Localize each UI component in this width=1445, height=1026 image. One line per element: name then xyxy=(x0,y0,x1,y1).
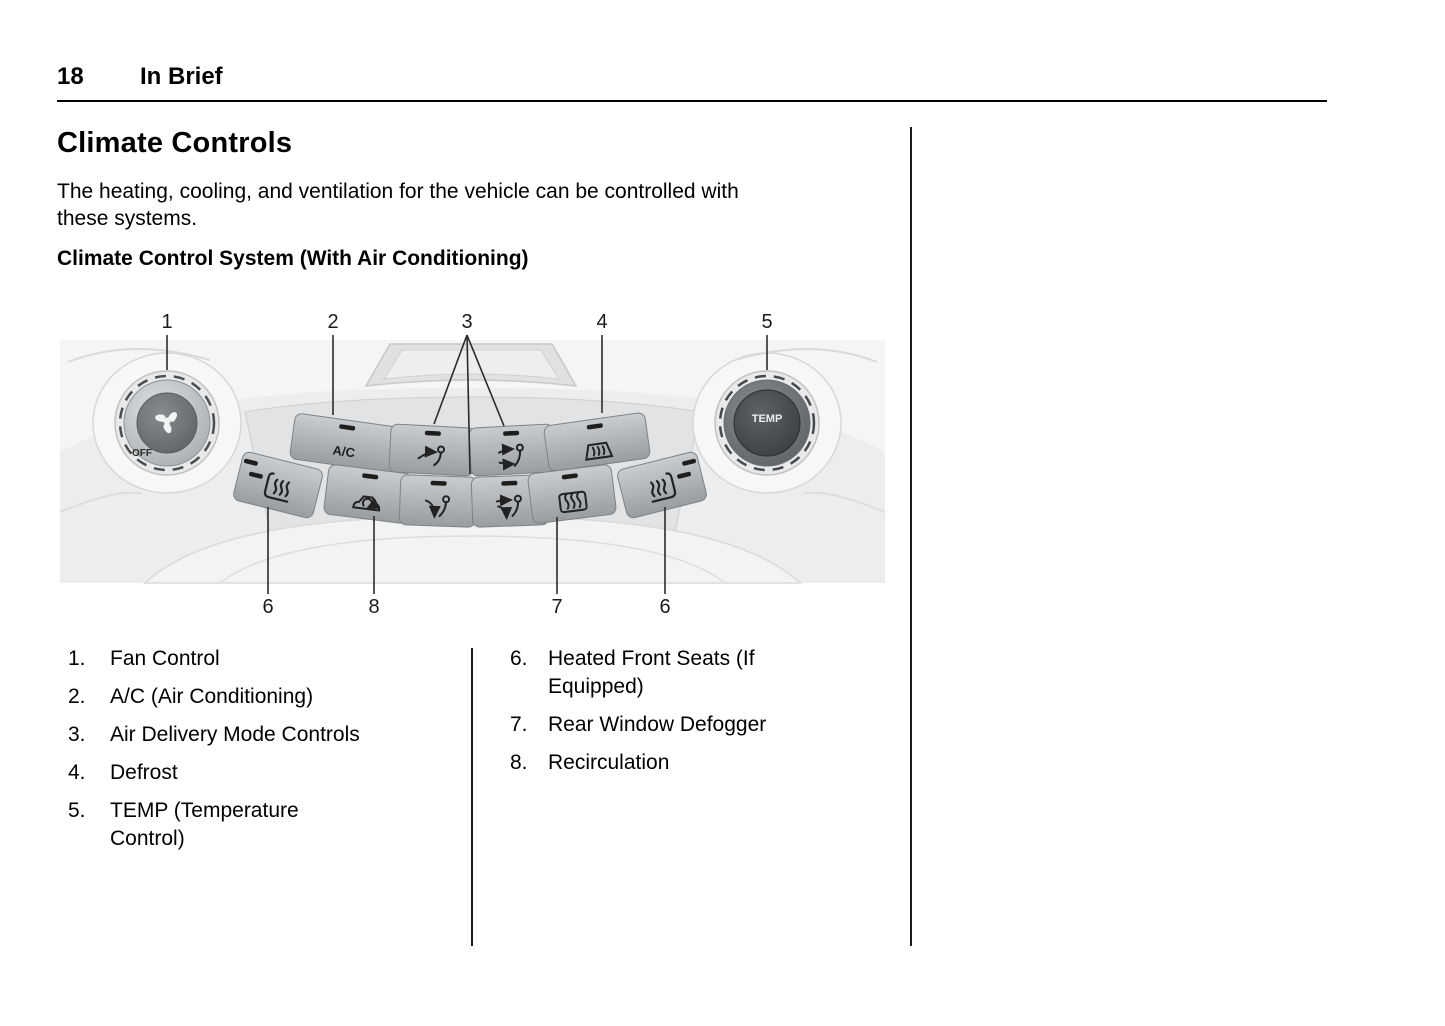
floor-vent-button xyxy=(398,474,478,528)
legend-item-label: Fan Control xyxy=(110,647,220,670)
legend-item-5: 5. TEMP (Temperature Control) xyxy=(68,797,360,853)
page-column-divider xyxy=(910,127,912,946)
fan-off-label: OFF xyxy=(132,448,152,459)
legend-item-number: 8. xyxy=(510,751,528,774)
legend-item-number: 7. xyxy=(510,713,528,736)
heated-seat-icon xyxy=(649,472,677,503)
callout-1: 1 xyxy=(161,311,172,333)
heated-seat-right-indicators xyxy=(677,458,696,479)
legend-item-1: 1. Fan Control xyxy=(68,645,360,673)
callout-6-right: 6 xyxy=(659,596,670,618)
intro-line-1: The heating, cooling, and ventilation fo… xyxy=(57,180,739,203)
indicator-dash xyxy=(501,480,518,486)
fan-icon xyxy=(155,412,178,434)
callout-8: 8 xyxy=(368,596,379,618)
callout-labels: 1 2 3 4 5 6 8 7 6 xyxy=(161,311,772,618)
legend-item-number: 2. xyxy=(68,685,86,708)
legend-item-label: A/C (Air Conditioning) xyxy=(110,685,314,708)
callout-lines xyxy=(166,334,768,594)
legend-item-number: 6. xyxy=(510,647,528,670)
defrost-button xyxy=(543,412,651,472)
indicator-dash xyxy=(561,473,578,480)
header-rule xyxy=(57,100,1327,102)
rear-defogger-icon xyxy=(558,490,588,514)
temp-label: TEMP xyxy=(752,413,783,425)
legend-item-number: 4. xyxy=(68,761,86,784)
callout-3-line xyxy=(466,334,471,475)
floor-vent-icon xyxy=(425,495,451,519)
ac-button: A/C xyxy=(289,413,401,473)
vent-face-button xyxy=(388,423,476,477)
figure-subheading: Climate Control System (With Air Conditi… xyxy=(57,247,529,270)
heated-seat-button-right xyxy=(617,451,707,519)
callout-3-line xyxy=(466,334,505,427)
temp-knob: TEMP xyxy=(714,370,820,476)
indicator-dash xyxy=(586,423,603,430)
legend-column-divider xyxy=(471,648,473,946)
legend-item-number: 1. xyxy=(68,647,86,670)
legend-item-label: TEMP (Temperature Control) xyxy=(110,799,299,850)
intro-line-2: these systems. xyxy=(57,207,198,230)
legend-item-label: Air Delivery Mode Controls xyxy=(110,723,360,746)
legend-item-8: 8. Recirculation xyxy=(510,749,798,777)
legend-item-2: 2. A/C (Air Conditioning) xyxy=(68,683,360,711)
legend-item-label: Heated Front Seats (If Equipped) xyxy=(548,647,755,698)
legend-item-7: 7. Rear Window Defogger xyxy=(510,711,798,739)
page-number: 18 xyxy=(57,63,84,90)
indicator-dash xyxy=(503,430,520,436)
section-title: In Brief xyxy=(140,63,223,90)
legend-item-6: 6. Heated Front Seats (If Equipped) xyxy=(510,645,798,701)
intro-paragraph: The heating, cooling, and ventilation fo… xyxy=(57,178,739,232)
vent-bilevel-button xyxy=(468,423,556,477)
fan-knob: OFF xyxy=(114,370,220,476)
indicator-dash xyxy=(424,430,441,436)
callout-4: 4 xyxy=(596,311,607,333)
indicator-dash xyxy=(339,424,356,431)
climate-panel-figure: OFF TEMP A/C xyxy=(60,311,885,618)
callout-2: 2 xyxy=(327,311,338,333)
ac-label: A/C xyxy=(332,442,357,460)
vent-bilevel-icon xyxy=(498,443,524,471)
legend-item-label: Rear Window Defogger xyxy=(548,713,767,736)
heated-seat-left-indicators xyxy=(244,458,263,479)
legend-item-number: 5. xyxy=(68,799,86,822)
recirculation-icon xyxy=(352,495,381,512)
defrost-icon xyxy=(585,441,614,461)
callout-3: 3 xyxy=(461,311,472,333)
indicator-dash xyxy=(430,480,447,486)
rear-defogger-button xyxy=(527,464,617,524)
callout-6-left: 6 xyxy=(262,596,273,618)
legend-item-3: 3. Air Delivery Mode Controls xyxy=(68,721,360,749)
face-floor-vent-icon xyxy=(496,494,522,521)
vent-face-icon xyxy=(417,445,446,467)
article-title: Climate Controls xyxy=(57,127,293,159)
center-vent xyxy=(364,343,578,387)
legend-item-4: 4. Defrost xyxy=(68,759,360,787)
callout-7: 7 xyxy=(551,596,562,618)
legend-item-label: Defrost xyxy=(110,761,178,784)
heated-seat-button-left xyxy=(233,451,323,519)
indicator-dash xyxy=(362,473,379,480)
callout-3-line xyxy=(433,334,468,425)
heated-seat-icon xyxy=(263,472,291,503)
callout-5: 5 xyxy=(761,311,772,333)
legend-right-column: 6. Heated Front Seats (If Equipped) 7. R… xyxy=(510,645,798,787)
legend-item-number: 3. xyxy=(68,723,86,746)
legend-left-column: 1. Fan Control 2. A/C (Air Conditioning)… xyxy=(68,645,360,863)
legend-item-label: Recirculation xyxy=(548,751,670,774)
